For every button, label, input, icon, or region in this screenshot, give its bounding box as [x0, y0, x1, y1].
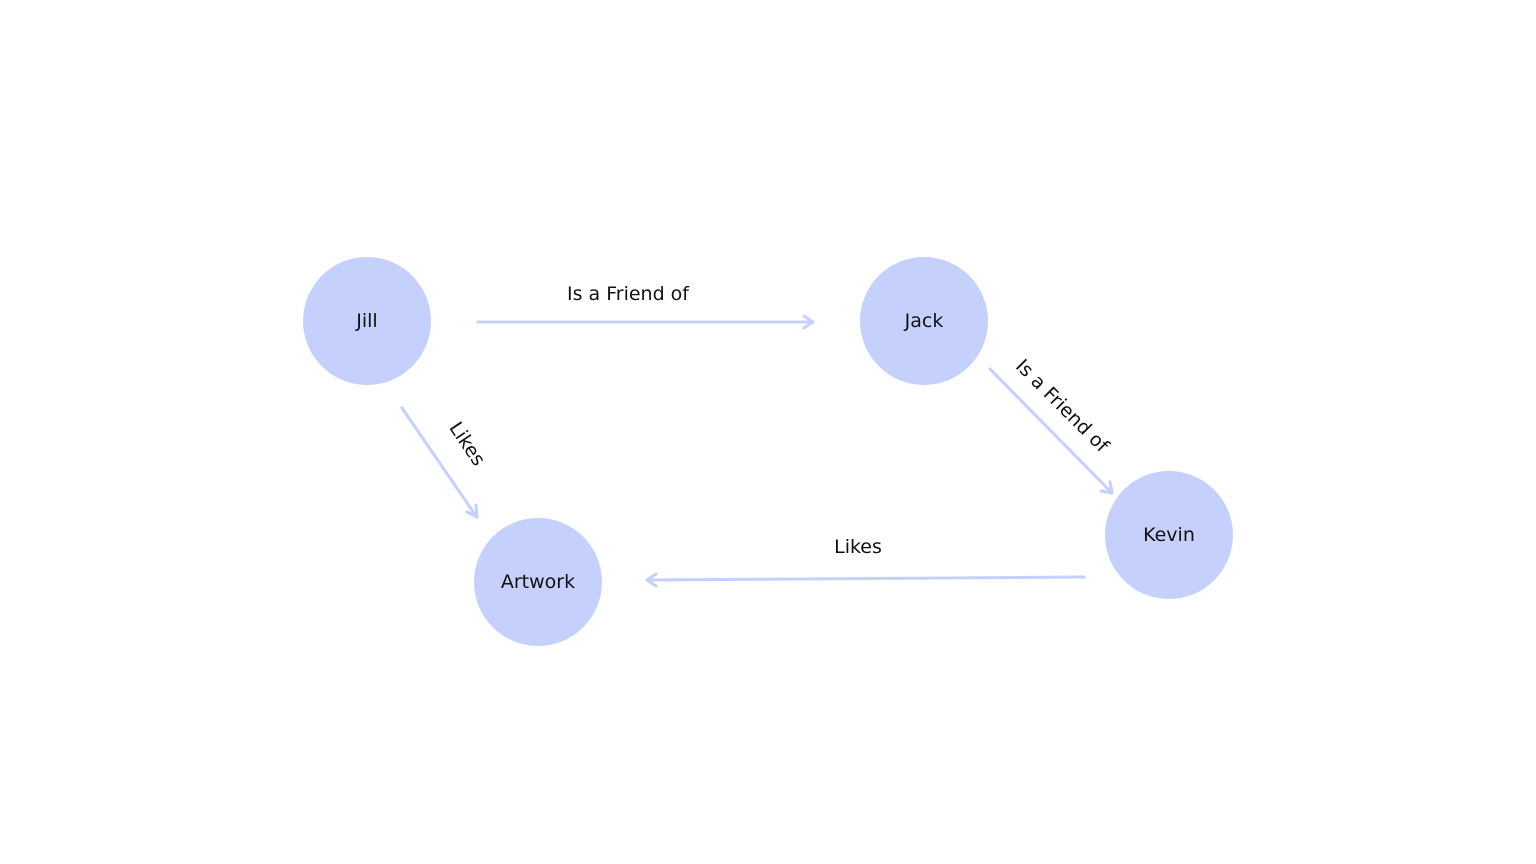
arrowhead-jill-jack: [802, 314, 815, 330]
arrowhead-jack-kevin: [1099, 480, 1114, 495]
edge-jill-jack: Is a Friend of: [476, 283, 815, 330]
node-artwork: Artwork: [474, 518, 602, 646]
node-jack: Jack: [860, 257, 988, 385]
node-label-jack: Jack: [904, 310, 944, 332]
edge-line-kevin-artwork: [646, 575, 1086, 582]
node-label-jill: Jill: [355, 310, 377, 332]
node-jill: Jill: [303, 257, 431, 385]
edge-label-kevin-artwork: Likes: [834, 536, 882, 558]
edge-line-jill-artwork: [400, 406, 478, 518]
node-circle-jill: [303, 257, 431, 385]
node-circle-artwork: [474, 518, 602, 646]
node-circle-kevin: [1105, 471, 1233, 599]
edge-jack-kevin: Is a Friend of: [988, 355, 1114, 495]
arrowhead-jill-artwork: [465, 503, 479, 519]
edge-jill-artwork: Likes: [400, 406, 490, 519]
node-circle-jack: [860, 257, 988, 385]
edge-label-jill-jack: Is a Friend of: [567, 283, 690, 305]
edge-line-jack-kevin: [988, 367, 1113, 494]
node-label-kevin: Kevin: [1143, 524, 1195, 546]
node-label-artwork: Artwork: [501, 571, 575, 593]
edge-label-jill-artwork: Likes: [445, 418, 490, 470]
node-kevin: Kevin: [1105, 471, 1233, 599]
edge-kevin-artwork: Likes: [645, 536, 1086, 588]
arrowhead-kevin-artwork: [645, 572, 658, 588]
